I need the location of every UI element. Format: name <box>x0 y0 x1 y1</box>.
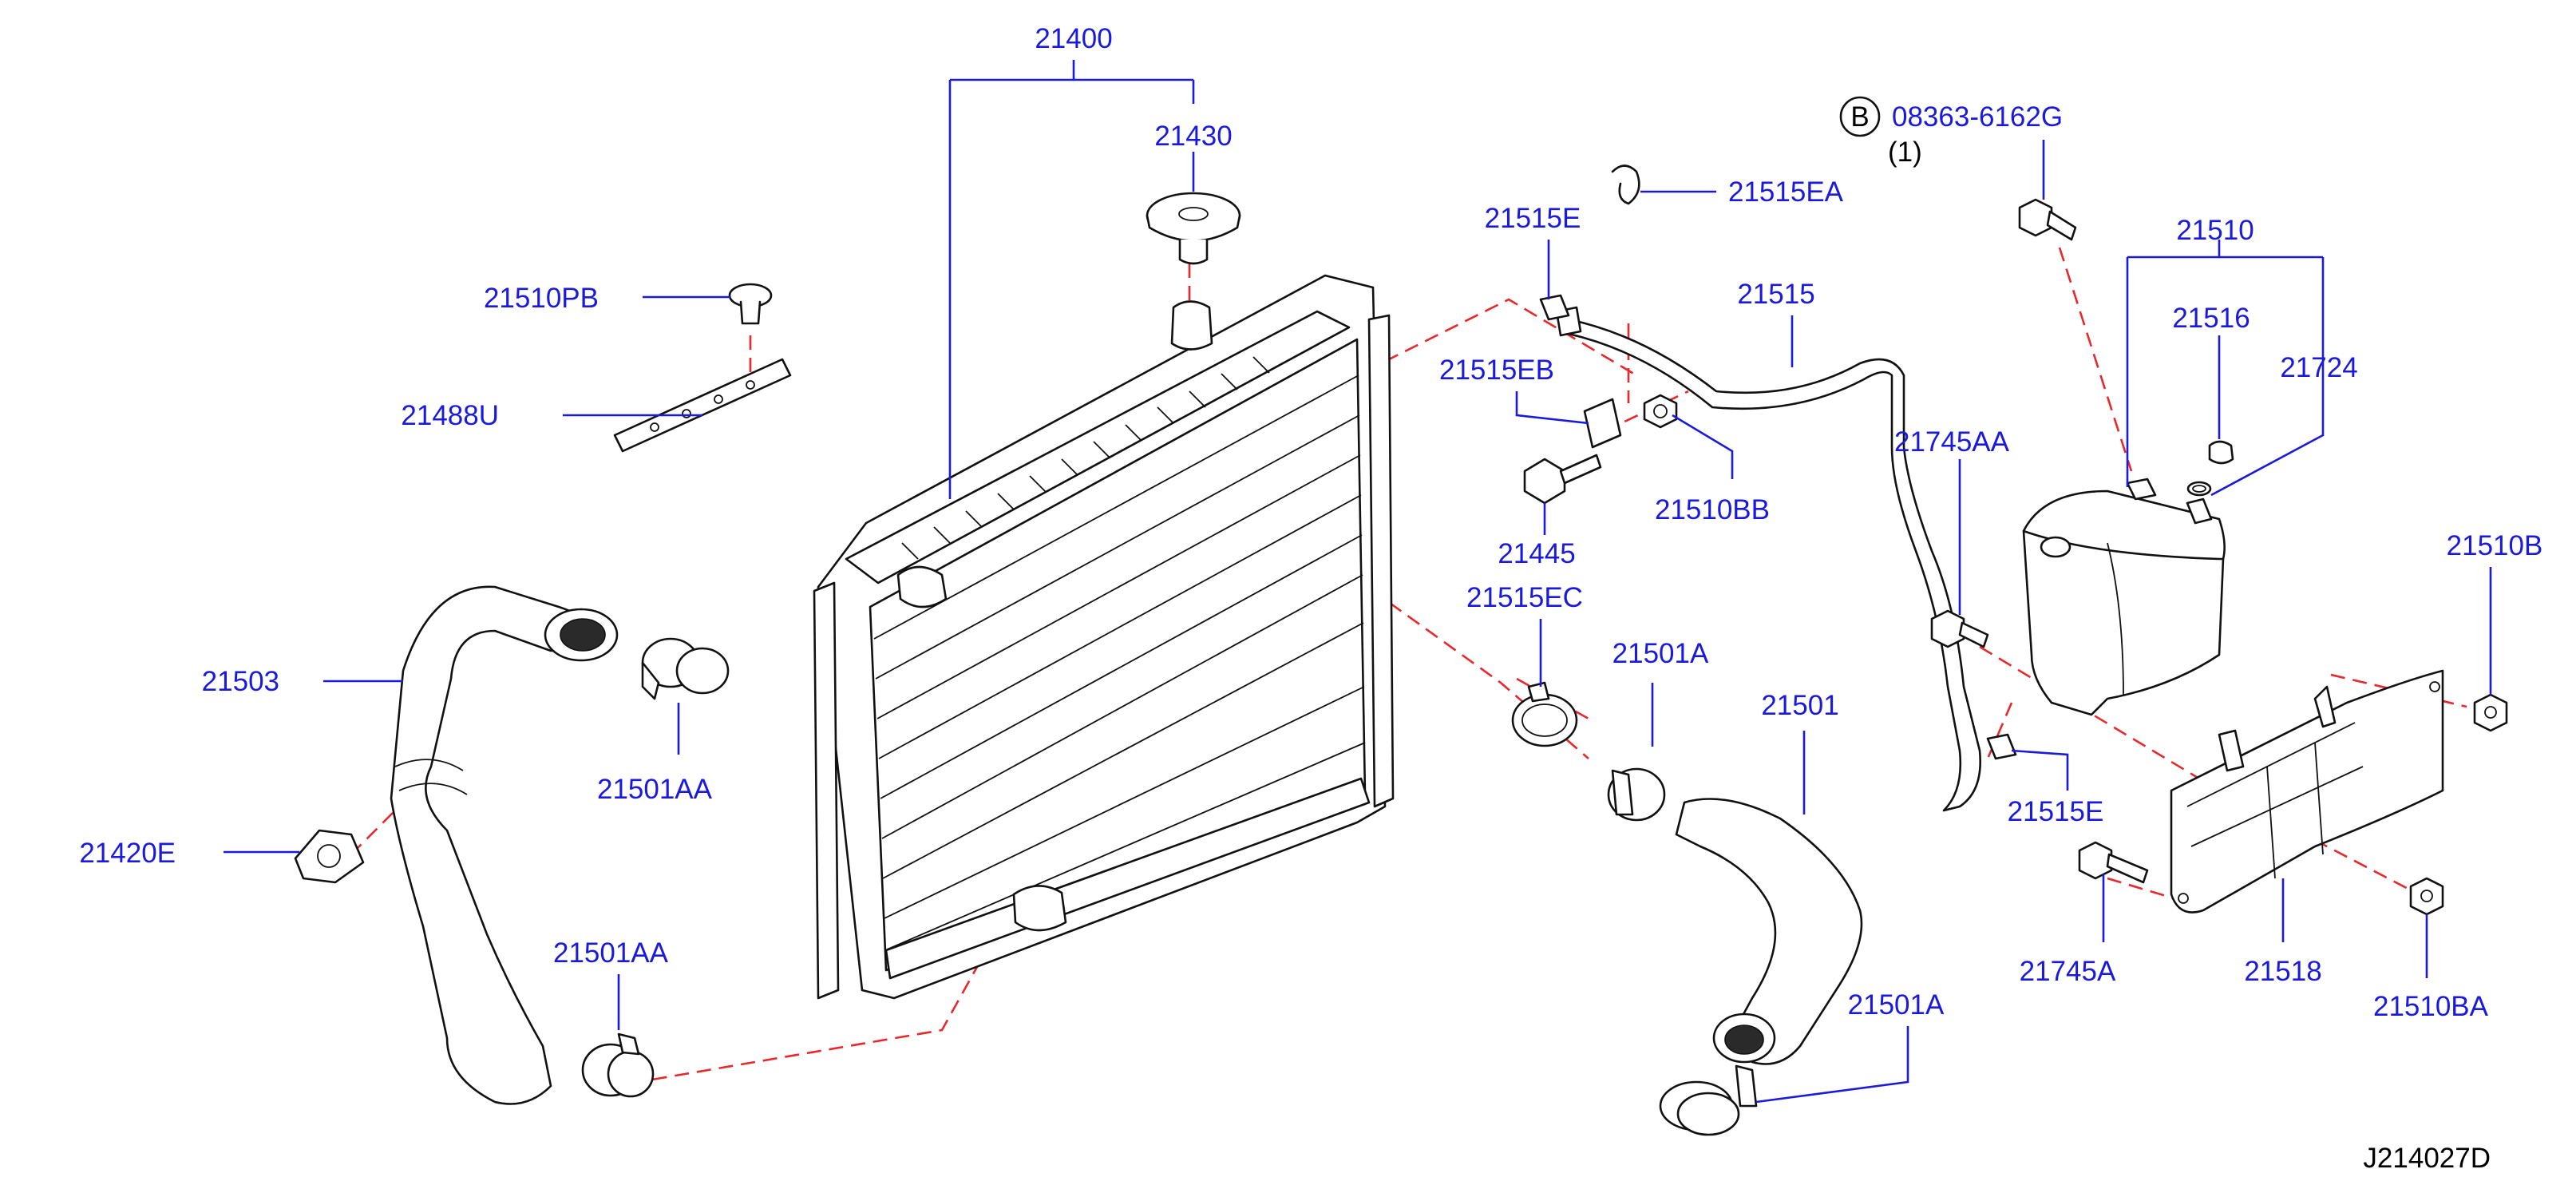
label-21501aa-top: 21501AA <box>597 774 713 805</box>
label-21501aa-bottom: 21501AA <box>553 937 669 969</box>
clip-21510pb <box>728 283 773 325</box>
label-21501a-bottom: 21501A <box>1848 989 1945 1021</box>
reservoir-tank-21510 <box>2022 478 2226 716</box>
label-21518: 21518 <box>2244 956 2321 987</box>
leader-lines <box>224 60 2492 1104</box>
bolt-21445 <box>1523 454 1602 505</box>
clamp-21420e <box>294 829 365 884</box>
nut-21510bb <box>1643 394 1678 429</box>
bolt-21745aa <box>1930 609 1989 648</box>
label-21400: 21400 <box>1035 23 1112 54</box>
nut-21510ba <box>2409 877 2444 916</box>
overflow-hose-21515 <box>1555 306 1981 812</box>
radiator-assembly <box>813 274 1395 1000</box>
strip-21488u <box>613 358 792 453</box>
label-21515ec: 21515EC <box>1466 582 1583 613</box>
clip-21515e-bottom <box>1986 733 2017 760</box>
clamp-21515ec <box>1511 681 1578 747</box>
radiator-cap <box>1146 192 1241 265</box>
bracket-21518 <box>2170 669 2444 914</box>
badge-letter: B <box>1850 101 1869 133</box>
label-21515: 21515 <box>1737 279 1814 310</box>
label-21510bb: 21510BB <box>1655 494 1770 525</box>
label-21503: 21503 <box>202 666 279 697</box>
label-21510: 21510 <box>2176 215 2254 246</box>
lower-hose-21501 <box>1675 798 1863 1065</box>
clamp-21501a-mid <box>1607 767 1666 822</box>
bolt-21745a <box>2078 841 2149 884</box>
label-21724: 21724 <box>2280 352 2357 383</box>
label-08363-6162g: 08363-6162G <box>1892 101 2063 133</box>
label-21445: 21445 <box>1498 538 1575 569</box>
label-21420e: 21420E <box>79 838 176 869</box>
label-21516: 21516 <box>2172 303 2250 334</box>
bolt-08363-6162g <box>2018 198 2077 241</box>
label-21745a: 21745A <box>2020 956 2116 987</box>
bolt-badge: B <box>1839 96 1881 137</box>
upper-hose-21503 <box>390 585 619 1105</box>
diagram-id: J214027D <box>2363 1143 2491 1174</box>
label-21515eb: 21515EB <box>1439 355 1554 386</box>
clamp-21501a-bottom <box>1659 1064 1758 1136</box>
label-21745aa: 21745AA <box>1894 426 2010 458</box>
label-21510pb: 21510PB <box>484 283 599 314</box>
label-08363-qty: (1) <box>1888 137 1922 168</box>
nut-21510b <box>2473 693 2508 732</box>
clamp-21501aa-top <box>641 637 730 700</box>
label-21430: 21430 <box>1154 121 1232 152</box>
cap-21516 <box>2208 440 2234 465</box>
label-21510ba: 21510BA <box>2373 991 2489 1022</box>
clip-21515e-top <box>1539 294 1570 321</box>
label-21515ea: 21515EA <box>1728 176 1844 208</box>
label-21510b: 21510B <box>2447 530 2543 561</box>
clamp-21501aa-bottom <box>581 1032 655 1098</box>
label-21488u: 21488U <box>401 400 499 431</box>
clip-21515ea <box>1611 164 1640 205</box>
label-21501a-mid: 21501A <box>1612 638 1709 669</box>
part-labels: 21400 21430 21510PB 21488U 21503 21420E … <box>79 23 2542 1022</box>
label-21501: 21501 <box>1761 690 1838 721</box>
bracket-21515eb <box>1583 398 1622 449</box>
label-21515e-bottom: 21515E <box>2008 796 2104 827</box>
label-21515e-top: 21515E <box>1485 203 1581 234</box>
oring-21724 <box>2186 481 2212 497</box>
